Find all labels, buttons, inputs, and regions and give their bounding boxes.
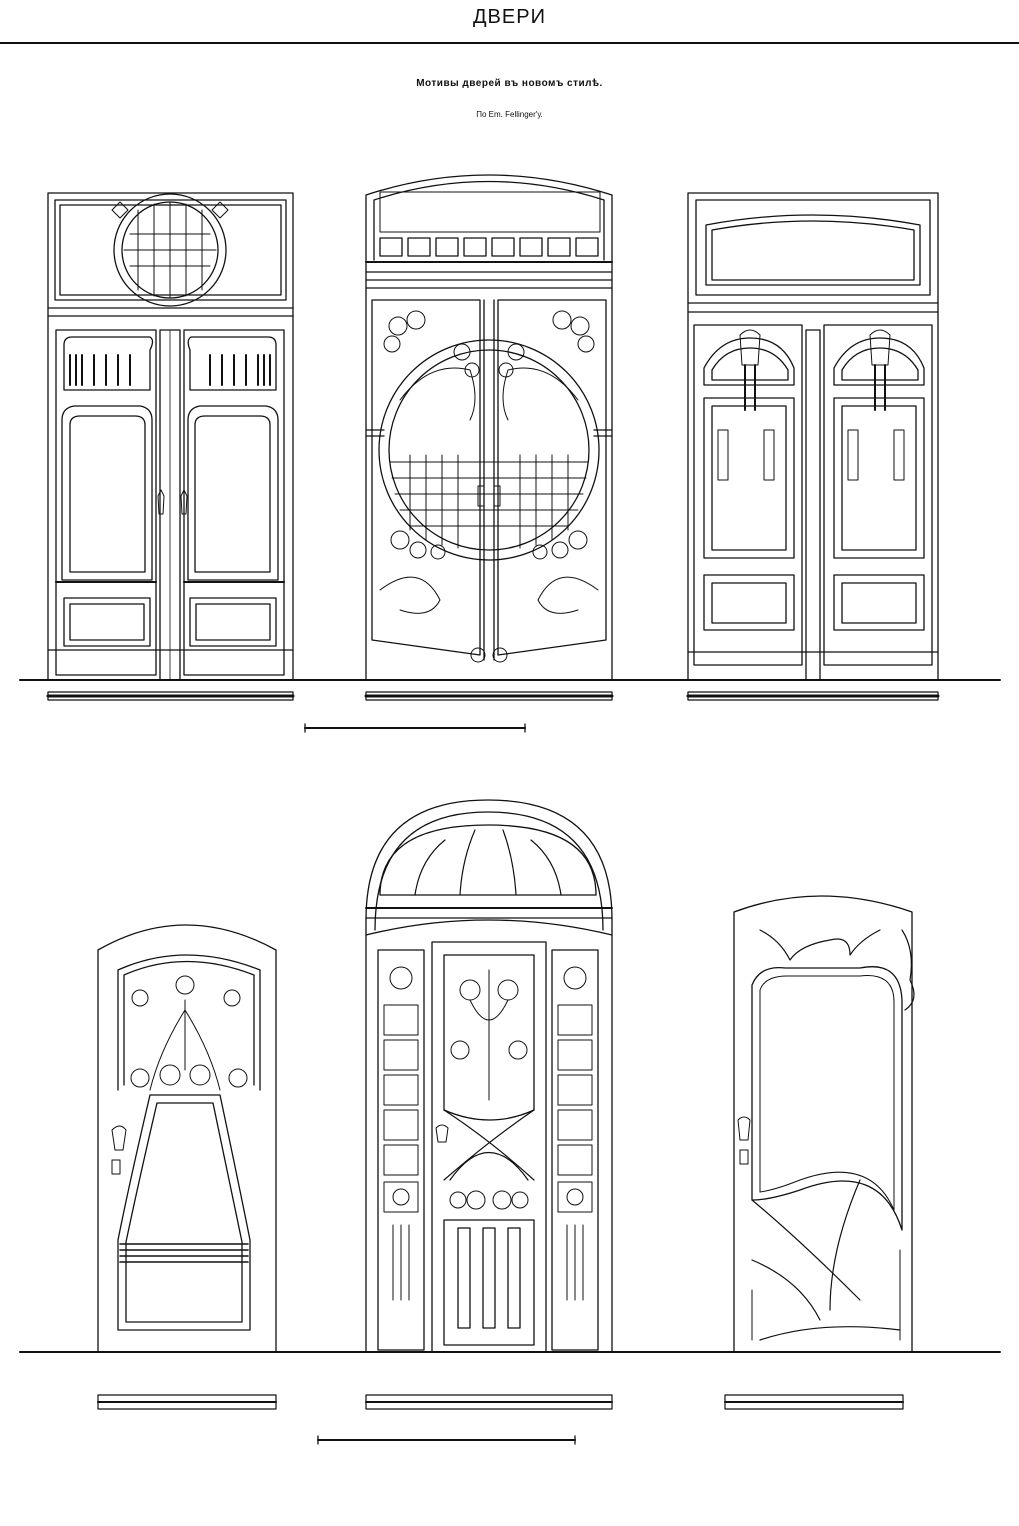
header-rule [0, 42, 1019, 44]
door-6-elevation [734, 896, 914, 1352]
scale-bar-bottom [318, 1436, 575, 1444]
door-1-plan [48, 692, 293, 700]
door-1-elevation [48, 193, 293, 680]
door-4-elevation [98, 925, 276, 1352]
door-3-elevation [688, 193, 938, 680]
door-4-plan [98, 1395, 276, 1409]
door-6-plan [725, 1395, 903, 1409]
plate-author: По Em. Fellinger'у. [476, 110, 543, 119]
plate-subtitle: Мотивы дверей въ новомъ стилѣ. [416, 78, 603, 89]
page-title: ДВЕРИ [473, 6, 546, 28]
door-2-elevation [366, 175, 612, 680]
scale-bar-top [305, 724, 525, 732]
door-2-plan [366, 692, 612, 700]
door-5-plan [366, 1395, 612, 1409]
door-3-plan [688, 692, 938, 700]
door-5-elevation [366, 800, 612, 1352]
